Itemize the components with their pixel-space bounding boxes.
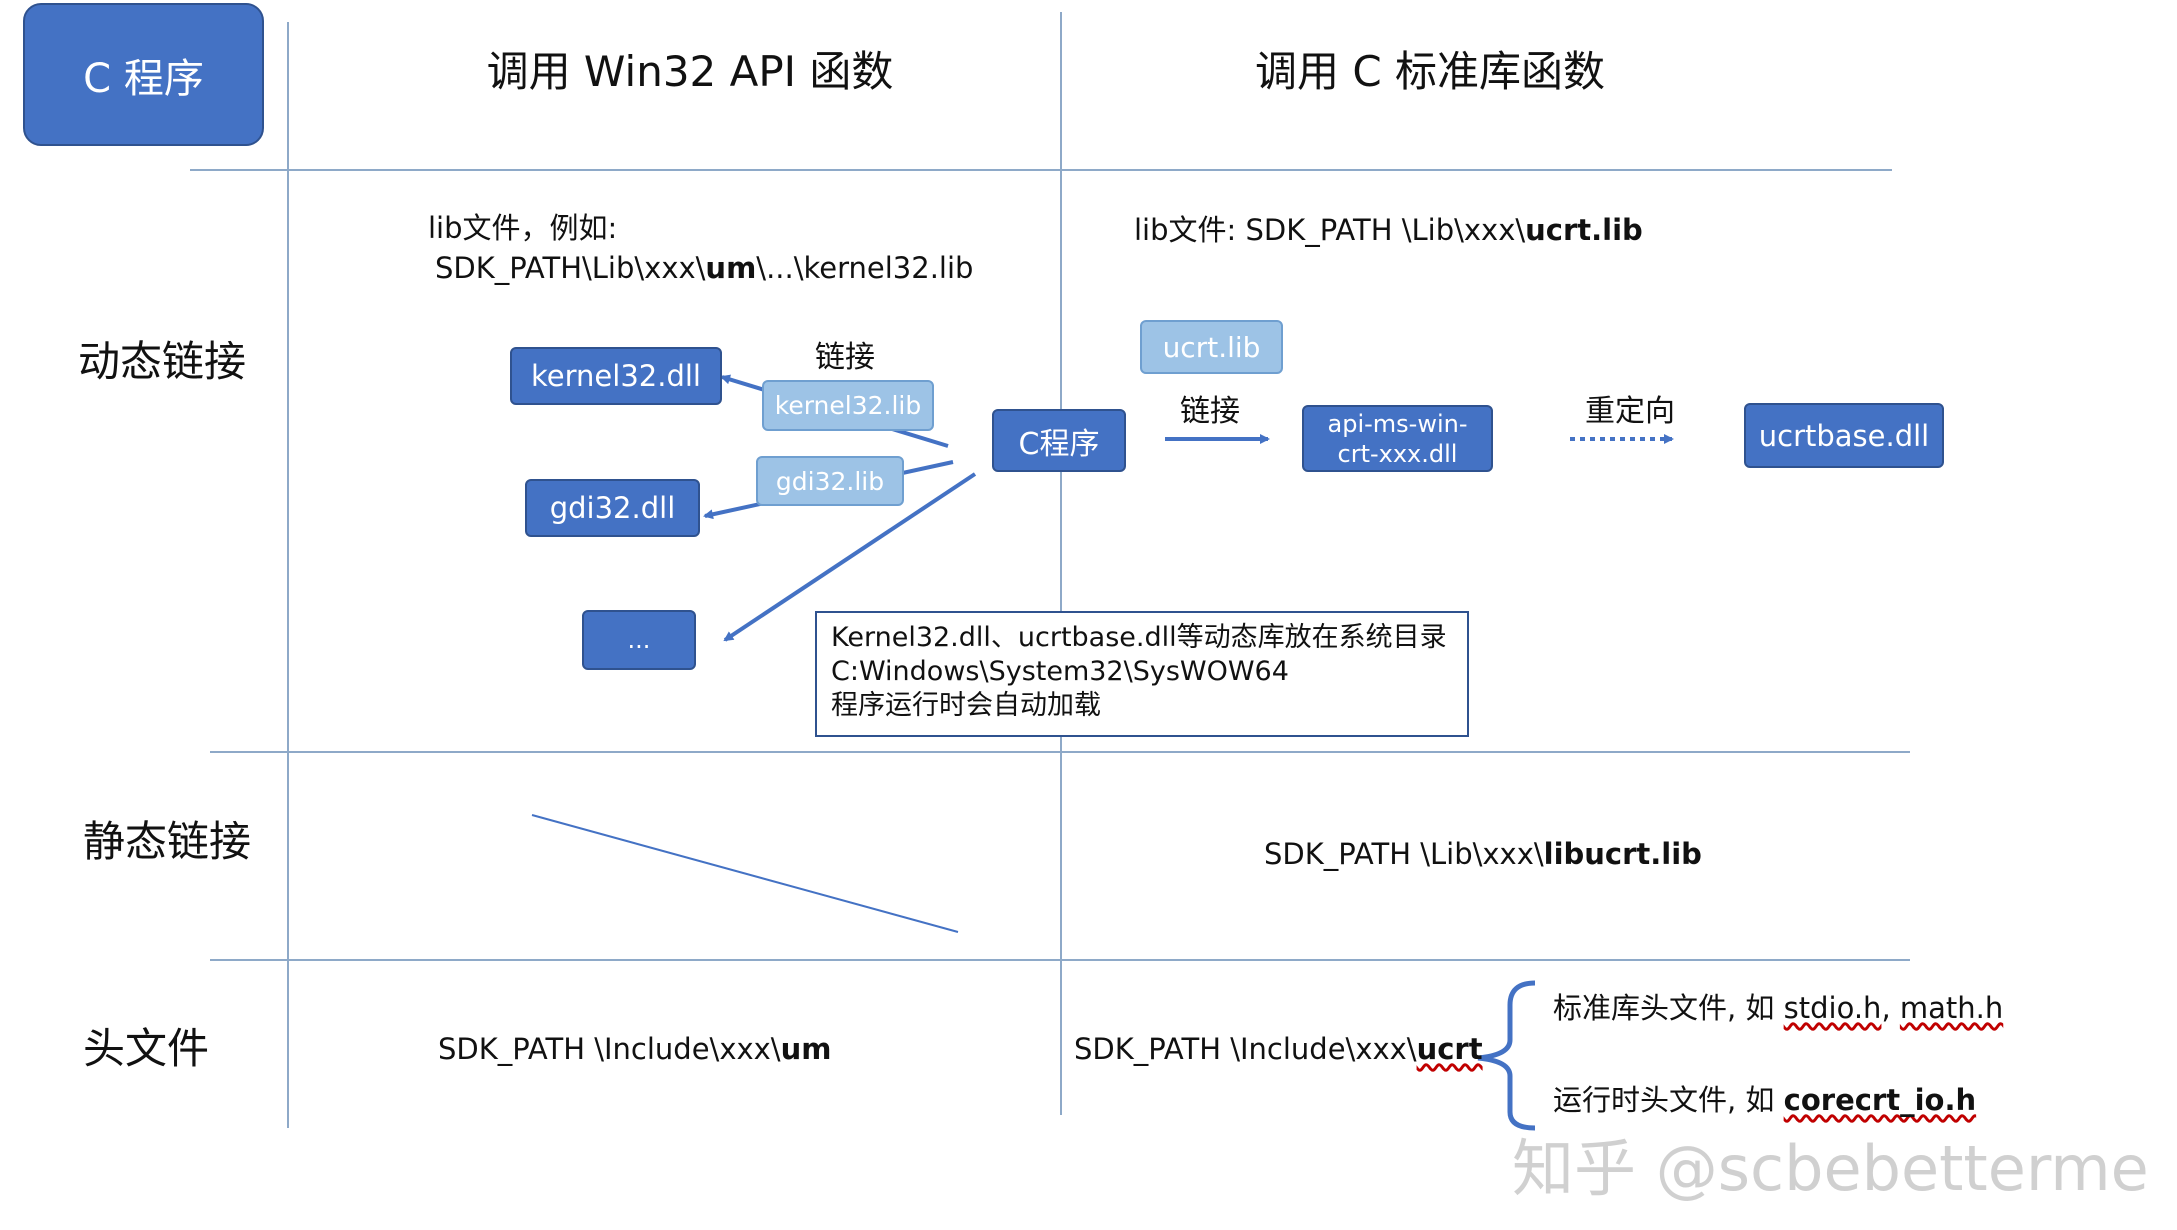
corner-label: C 程序 xyxy=(83,55,204,102)
row-header-header: 头文件 xyxy=(83,1024,210,1073)
row-header-dynamic: 动态链接 xyxy=(78,337,247,386)
kernel32-dll-box: kernel32.dll xyxy=(510,347,722,405)
redirect-label: 重定向 xyxy=(1585,394,1675,429)
link-label-crt: 链接 xyxy=(1180,394,1240,429)
corner-c-program-box: C 程序 xyxy=(23,3,264,146)
win32-lib-desc: lib文件，例如: SDK_PATH\Lib\xxx\um\...\kernel… xyxy=(428,208,973,288)
arrow-to-ellipsis xyxy=(723,472,977,642)
win32-lib-line1: lib文件，例如: xyxy=(428,211,618,245)
win32-lib-line2: SDK_PATH\Lib\xxx\um\...\kernel32.lib xyxy=(435,251,974,285)
column-header-win32: 调用 Win32 API 函数 xyxy=(486,47,894,96)
gdi32-lib-box: gdi32.lib xyxy=(756,456,904,506)
static-crt-lib: SDK_PATH \Lib\xxx\libucrt.lib xyxy=(1264,837,1702,871)
ellipsis-box: ... xyxy=(582,610,696,670)
crt-lib-desc: lib文件: SDK_PATH \Lib\xxx\ucrt.lib xyxy=(1134,213,1643,247)
note-line2: C:Windows\System32\SysWOW64 xyxy=(831,656,1289,687)
note-line3: 程序运行时会自动加载 xyxy=(831,690,1101,721)
dll-location-note: Kernel32.dll、ucrtbase.dll等动态库放在系统目录 C:Wi… xyxy=(815,611,1469,737)
gdi32-dll-box: gdi32.dll xyxy=(525,479,700,537)
c-program-box: C程序 xyxy=(992,409,1126,472)
runtime-headers-desc: 运行时头文件, 如 corecrt_io.h xyxy=(1553,1083,1977,1117)
std-headers-desc: 标准库头文件, 如 stdio.h, math.h xyxy=(1553,991,2004,1025)
column-header-crt: 调用 C 标准库函数 xyxy=(1254,47,1606,96)
watermark: 知乎 @scbebetterme xyxy=(1512,1132,2149,1205)
kernel32-lib-box: kernel32.lib xyxy=(762,380,934,431)
header-win32-path: SDK_PATH \Include\xxx\um xyxy=(438,1032,832,1066)
note-line1: Kernel32.dll、ucrtbase.dll等动态库放在系统目录 xyxy=(831,622,1447,653)
header-crt-path: SDK_PATH \Include\xxx\ucrt xyxy=(1074,1032,1483,1066)
link-label-win32: 链接 xyxy=(815,340,875,375)
row-header-static: 静态链接 xyxy=(83,817,252,866)
ucrtbase-dll-box: ucrtbase.dll xyxy=(1744,403,1944,468)
not-applicable-line xyxy=(531,814,959,933)
ucrt-lib-box: ucrt.lib xyxy=(1140,320,1283,374)
curly-brace-icon xyxy=(1477,980,1536,1131)
api-ms-win-crt-dll-box: api-ms-win- crt-xxx.dll xyxy=(1302,405,1493,472)
